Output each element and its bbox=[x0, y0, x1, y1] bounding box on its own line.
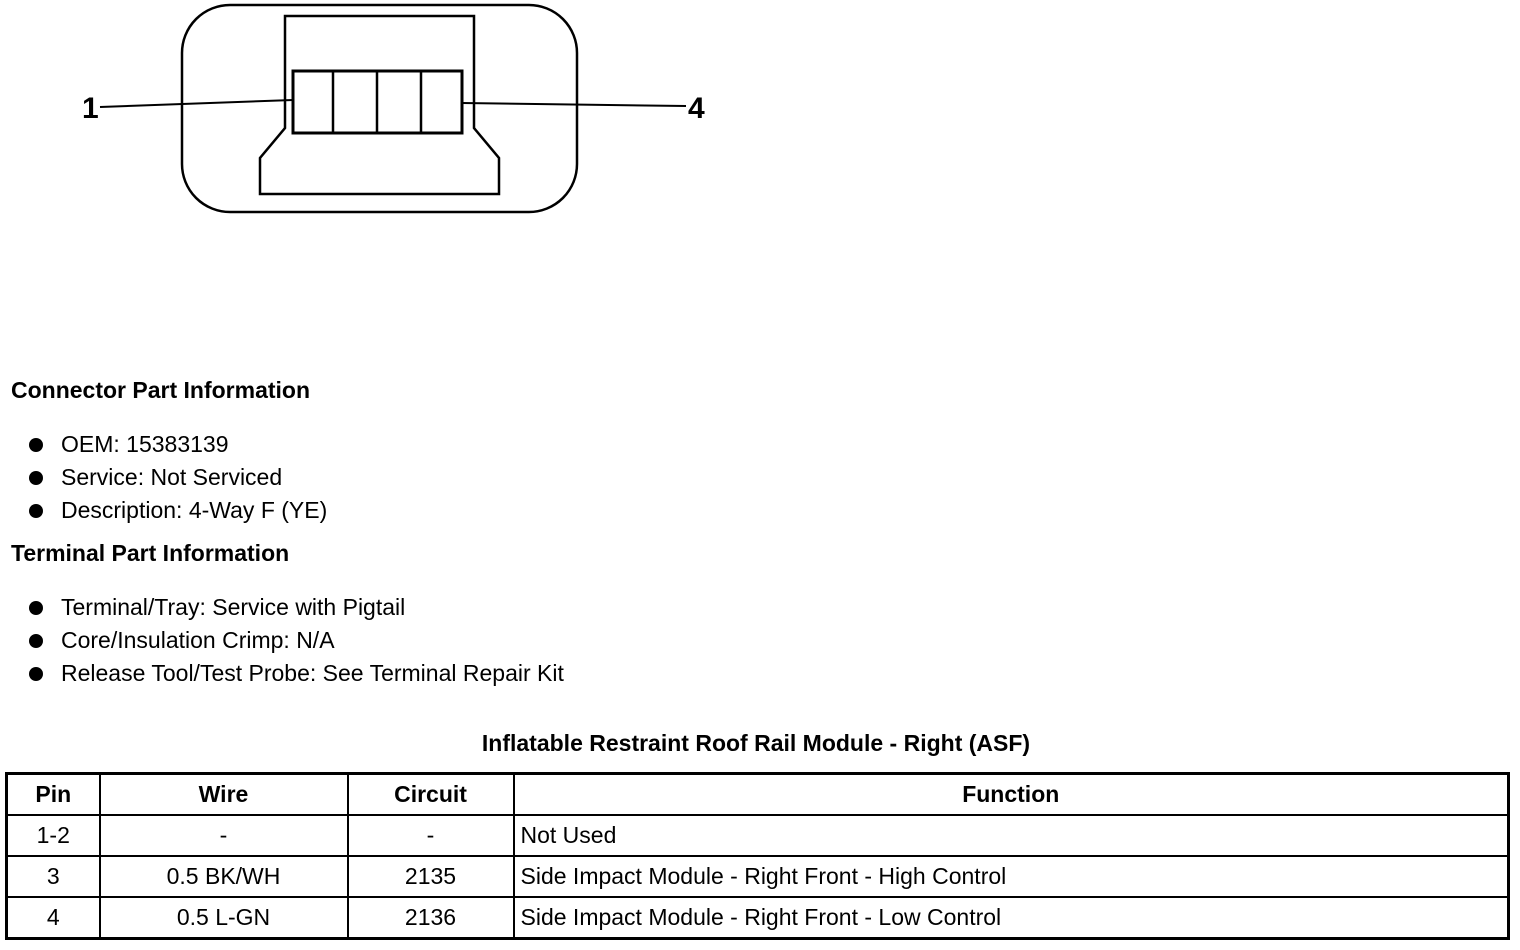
list-item-text: Terminal/Tray: Service with Pigtail bbox=[61, 594, 406, 620]
list-item: Service: Not Serviced bbox=[0, 461, 327, 494]
table-header-row: Pin Wire Circuit Function bbox=[5, 772, 1510, 816]
list-item-text: Core/Insulation Crimp: N/A bbox=[61, 627, 335, 653]
list-item: Release Tool/Test Probe: See Terminal Re… bbox=[0, 657, 564, 690]
list-item: Terminal/Tray: Service with Pigtail bbox=[0, 591, 564, 624]
connector-part-info-list: OEM: 15383139 Service: Not Serviced Desc… bbox=[0, 428, 327, 527]
connector-housing-outline bbox=[180, 3, 579, 214]
list-item: Description: 4-Way F (YE) bbox=[0, 494, 327, 527]
column-header-function: Function bbox=[512, 772, 1510, 816]
connector-shroud-outline bbox=[258, 14, 501, 196]
column-header-pin: Pin bbox=[5, 772, 101, 816]
pinout-table: Pin Wire Circuit Function 1-2 - - Not Us… bbox=[5, 772, 1510, 940]
pin-4-leader-line bbox=[461, 102, 687, 107]
cell-pin: 1-2 bbox=[5, 814, 101, 857]
connector-face-diagram: 1 4 bbox=[82, 3, 705, 214]
bullet-dot-icon bbox=[29, 601, 43, 615]
cell-circuit: - bbox=[346, 814, 515, 857]
cell-pin: 4 bbox=[5, 896, 101, 940]
cell-pin: 3 bbox=[5, 855, 101, 898]
cell-wire: - bbox=[98, 814, 349, 857]
cell-function: Not Used bbox=[512, 814, 1510, 857]
table-row: 1-2 - - Not Used bbox=[5, 814, 1510, 857]
pin-1-label: 1 bbox=[82, 92, 99, 125]
table-row: 4 0.5 L-GN 2136 Side Impact Module - Rig… bbox=[5, 896, 1510, 940]
terminal-part-info-heading: Terminal Part Information bbox=[11, 540, 290, 566]
terminal-part-info-list: Terminal/Tray: Service with Pigtail Core… bbox=[0, 591, 564, 690]
bullet-dot-icon bbox=[29, 471, 43, 485]
cell-circuit: 2136 bbox=[346, 896, 515, 940]
list-item: Core/Insulation Crimp: N/A bbox=[0, 624, 564, 657]
list-item-text: Service: Not Serviced bbox=[61, 464, 283, 490]
bullet-dot-icon bbox=[29, 634, 43, 648]
column-header-circuit: Circuit bbox=[346, 772, 515, 816]
cell-function: Side Impact Module - Right Front - Low C… bbox=[512, 896, 1510, 940]
cell-function: Side Impact Module - Right Front - High … bbox=[512, 855, 1510, 898]
pin-4-label: 4 bbox=[688, 92, 705, 125]
list-item: OEM: 15383139 bbox=[0, 428, 327, 461]
cell-wire: 0.5 L-GN bbox=[98, 896, 349, 940]
connector-part-info-heading: Connector Part Information bbox=[11, 377, 311, 403]
pin-1-leader-line bbox=[99, 99, 294, 108]
list-item-text: OEM: 15383139 bbox=[61, 431, 229, 457]
cell-circuit: 2135 bbox=[346, 855, 515, 898]
cell-wire: 0.5 BK/WH bbox=[98, 855, 349, 898]
table-row: 3 0.5 BK/WH 2135 Side Impact Module - Ri… bbox=[5, 855, 1510, 898]
bullet-dot-icon bbox=[29, 438, 43, 452]
list-item-text: Release Tool/Test Probe: See Terminal Re… bbox=[61, 660, 564, 686]
bullet-dot-icon bbox=[29, 504, 43, 518]
bullet-dot-icon bbox=[29, 667, 43, 681]
pinout-table-title: Inflatable Restraint Roof Rail Module - … bbox=[481, 730, 1031, 756]
column-header-wire: Wire bbox=[98, 772, 349, 816]
list-item-text: Description: 4-Way F (YE) bbox=[61, 497, 328, 523]
